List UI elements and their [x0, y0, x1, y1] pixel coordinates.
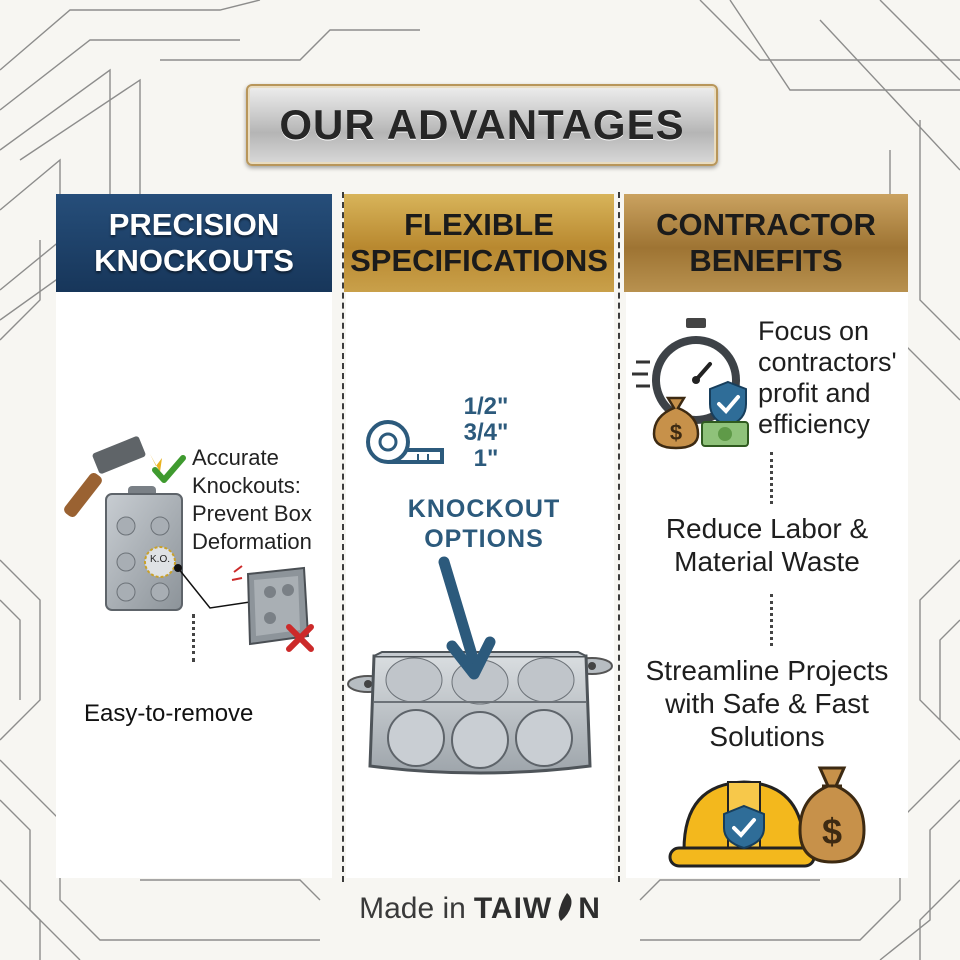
knockout-size-list: 1/2" 3/4" 1": [446, 394, 526, 472]
benefit-line: Focus on: [758, 316, 870, 346]
size-half-inch: 1/2": [463, 393, 509, 420]
benefit-line: contractors': [758, 347, 897, 377]
deformed-box-icon: [231, 565, 310, 646]
title-plaque: OUR ADVANTAGES: [246, 84, 718, 166]
made-in-prefix: Made in: [359, 892, 466, 925]
benefit-line: with Safe & Fast: [665, 688, 869, 719]
easy-to-remove-caption: Easy-to-remove: [84, 700, 254, 727]
callout-line: Knockouts:: [192, 473, 301, 498]
benefit-line: Reduce Labor &: [665, 513, 869, 544]
tape-measure-icon: [366, 420, 444, 464]
electrical-box-icon: [105, 486, 183, 611]
knockout-options-label: KNOCKOUT OPTIONS: [396, 494, 572, 554]
benefit-line: Material Waste: [674, 546, 860, 577]
page-title: OUR ADVANTAGES: [279, 101, 685, 148]
taiwan-word-start: TAIW: [473, 892, 553, 925]
connector-line: [174, 564, 250, 609]
flexible-column-panel: [346, 292, 614, 878]
accurate-knockouts-callout: Accurate Knockouts: Prevent Box Deformat…: [192, 444, 332, 556]
dotted-connector: [770, 452, 773, 504]
column-divider-left: [342, 192, 344, 882]
check-icon: [152, 455, 186, 483]
benefit-focus-profit: Focus on contractors' profit and efficie…: [758, 316, 918, 440]
callout-line: Prevent Box: [192, 501, 312, 526]
money-bag-icon: $: [652, 396, 700, 450]
benefit-line: Streamline Projects: [645, 655, 889, 686]
contractor-header-line2: BENEFITS: [689, 243, 843, 278]
taiwan-map-icon: [558, 893, 572, 921]
callout-line: Deformation: [192, 529, 312, 554]
size-one-inch: 1": [473, 445, 499, 472]
cash-icon: [701, 421, 749, 447]
svg-text:$: $: [822, 811, 842, 852]
flexible-header-line1: FLEXIBLE: [404, 207, 554, 242]
contractor-header-line1: CONTRACTOR: [656, 207, 876, 242]
dotted-connector: [770, 594, 773, 646]
benefit-line: Solutions: [709, 721, 825, 752]
callout-line: Accurate: [192, 445, 279, 470]
hammer-icon: [64, 436, 162, 517]
column-divider-right: [618, 192, 620, 882]
dotted-connector: [192, 614, 195, 662]
benefit-streamline-projects: Streamline Projects with Safe & Fast Sol…: [640, 654, 894, 753]
precision-header-line2: KNOCKOUTS: [94, 243, 294, 278]
knockout-options-line1: KNOCKOUT: [407, 495, 561, 523]
money-bag-icon: $: [798, 766, 866, 864]
size-three-quarter-inch: 3/4": [463, 419, 509, 446]
flexible-specifications-header: FLEXIBLE SPECIFICATIONS: [344, 194, 614, 292]
arrow-down-icon: [438, 556, 496, 680]
benefit-reduce-waste: Reduce Labor & Material Waste: [640, 512, 894, 578]
cross-icon: [286, 624, 314, 652]
svg-text:$: $: [670, 420, 682, 445]
knockout-options-line2: OPTIONS: [424, 525, 544, 553]
precision-header-line1: PRECISION: [108, 207, 280, 242]
contractor-benefits-header: CONTRACTOR BENEFITS: [624, 194, 908, 292]
knockout-label: K.O.: [150, 554, 171, 565]
benefit-line: efficiency: [758, 409, 871, 439]
flexible-header-line2: SPECIFICATIONS: [350, 243, 608, 278]
benefit-line: profit and: [758, 378, 871, 408]
taiwan-word-end: N: [578, 892, 601, 925]
precision-knockouts-header: PRECISION KNOCKOUTS: [56, 194, 332, 292]
